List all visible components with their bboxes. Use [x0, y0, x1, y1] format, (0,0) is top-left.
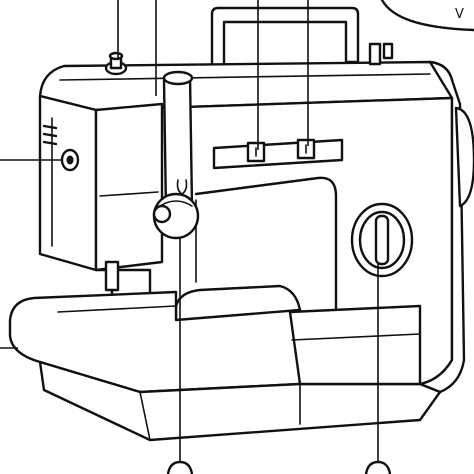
stitch-selector-dial: [350, 202, 414, 278]
callout-circle-bottom-right: [364, 460, 392, 474]
callout-leaders: [0, 0, 379, 462]
machine-base: [8, 290, 442, 442]
spool-pin: [104, 51, 128, 76]
callout-fragment-label: V: [455, 7, 464, 22]
machine-head: [38, 94, 164, 272]
thread-guide: [162, 70, 194, 212]
callout-circle-top-right: V: [380, 0, 474, 32]
handwheel: [454, 106, 474, 208]
stitch-indicator-panel: [212, 138, 344, 170]
presser-knob: [152, 192, 200, 240]
callout-circle-bottom-left: [166, 460, 194, 474]
callout-circles-bottom: [166, 460, 392, 474]
bobbin-winder: [368, 42, 394, 66]
